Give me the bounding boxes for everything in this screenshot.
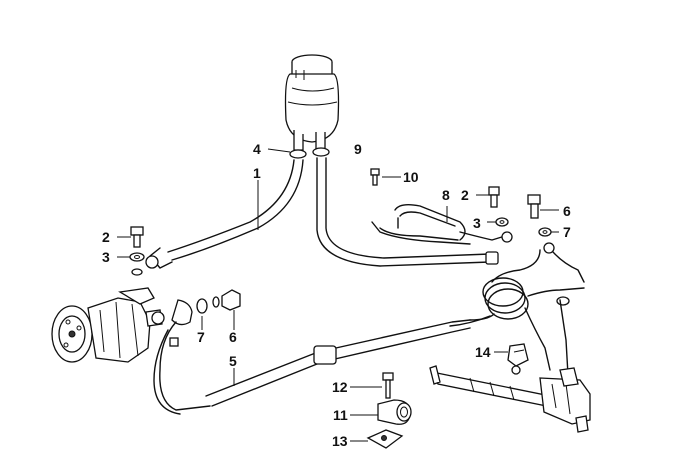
sealing-ring — [129, 252, 145, 276]
callout-2-right: 2 — [461, 187, 469, 203]
callout-3-left: 3 — [102, 249, 110, 265]
pressure-hose — [153, 313, 495, 415]
callout-6-right: 6 — [563, 203, 571, 219]
callout-10: 10 — [403, 169, 419, 185]
fluid-reservoir — [284, 54, 340, 151]
callout-11: 11 — [333, 407, 348, 423]
pressure-line-coil — [449, 242, 585, 376]
steering-rack — [429, 365, 591, 433]
pressure-fitting — [171, 289, 241, 326]
hose-clip — [377, 399, 412, 425]
callout-7-right: 7 — [563, 224, 571, 240]
power-steering-pump — [51, 287, 165, 363]
leader-lines — [117, 148, 559, 442]
suction-hose — [145, 159, 304, 269]
callout-7-left: 7 — [197, 329, 205, 345]
banjo-bolt — [130, 226, 144, 248]
callout-1: 1 — [253, 165, 261, 181]
pipe-holder — [507, 343, 529, 375]
callout-4: 4 — [253, 141, 261, 157]
callout-3-right: 3 — [473, 215, 481, 231]
callout-14: 14 — [475, 344, 491, 360]
callout-6-left: 6 — [229, 329, 237, 345]
return-pipe-assembly — [371, 203, 513, 245]
return-hose — [316, 157, 499, 267]
callout-12: 12 — [332, 379, 348, 395]
sealing-ring — [495, 217, 570, 306]
callout-13: 13 — [332, 433, 348, 449]
callout-2-left: 2 — [102, 229, 110, 245]
callout-5: 5 — [229, 353, 237, 369]
clip-nut — [366, 429, 404, 449]
hex-bolt — [382, 372, 394, 399]
hose-clamp — [289, 147, 330, 159]
callout-9: 9 — [354, 141, 362, 157]
callout-8: 8 — [442, 187, 450, 203]
banjo-bolt — [370, 168, 541, 219]
